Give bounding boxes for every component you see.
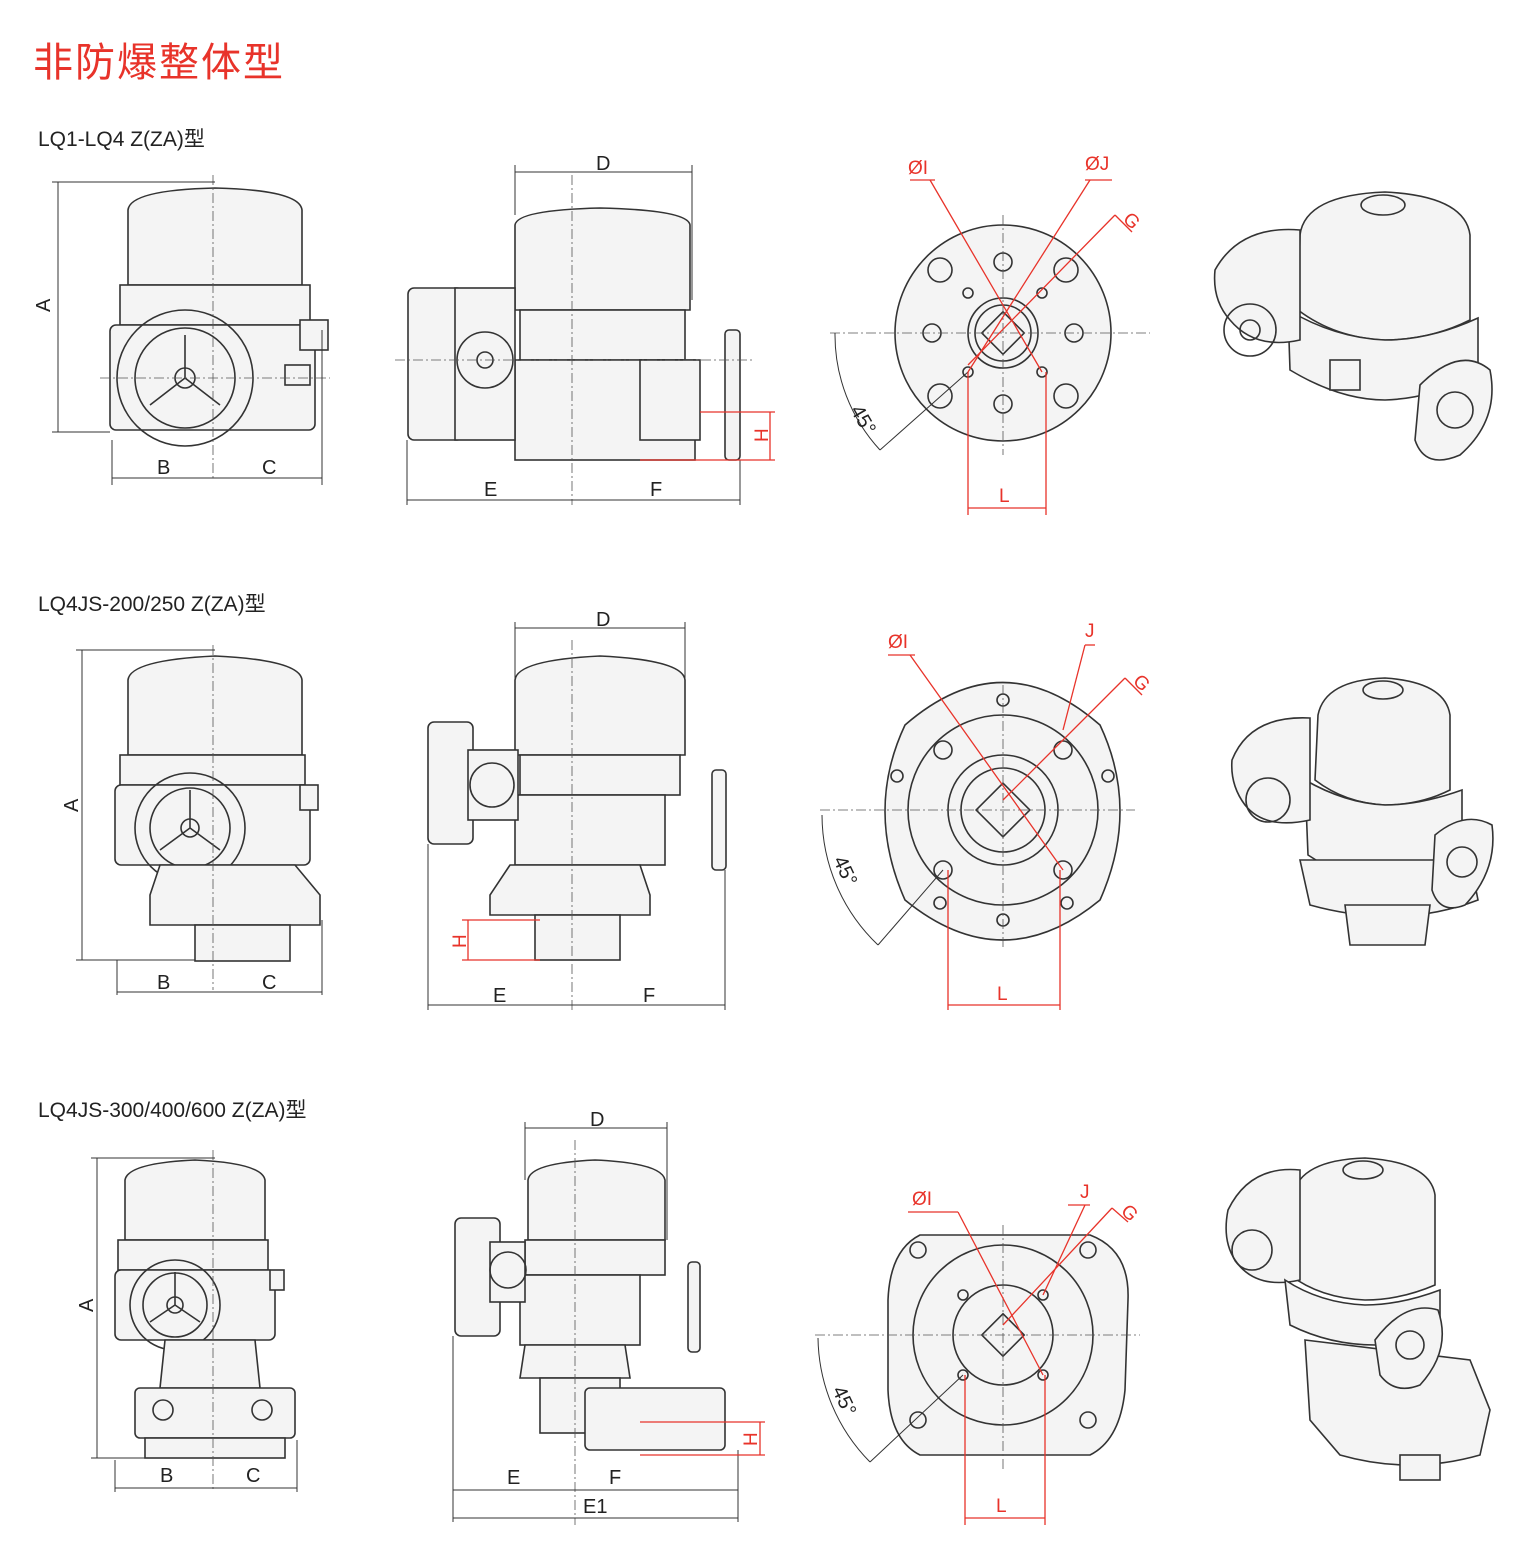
dim-c-row3: C [246,1465,260,1487]
dim-c-row2: C [262,972,276,994]
dim-a-row2: A [61,798,83,812]
front-view-row2: A B C [61,645,323,995]
dim-d-row3: D [590,1109,604,1131]
label-g-row3: G [1116,1201,1141,1226]
dim-f-row3: F [609,1467,621,1489]
label-oi-row1: ØI [908,158,928,179]
dim-f-row2: F [643,985,655,1007]
dim-b-row1: B [157,457,170,479]
model-label-row3: LQ4JS-300/400/600 Z(ZA)型 [38,1099,307,1122]
page-title: 非防爆整体型 [33,40,285,86]
iso-view-row1 [1213,191,1493,461]
side-view-row3: D E F E1 H [452,1109,765,1525]
flange-view-row1: 45° ØI ØJ G L [830,154,1150,515]
label-oi-row3: ØI [912,1189,932,1210]
label-j-row2: J [1085,621,1095,642]
label-l-row3: L [996,1496,1007,1517]
dim-b-row3: B [160,1465,173,1487]
dim-e-row3: E [507,1467,520,1489]
dim-e-row1: E [484,479,497,501]
label-l-row1: L [999,486,1010,507]
label-g-row1: G [1118,209,1143,234]
angle-label-row3: 45° [827,1383,860,1420]
label-oi-row2: ØI [888,632,908,653]
dim-d-row1: D [596,153,610,175]
iso-view-row2 [1230,677,1494,946]
flange-view-row3: 45° ØI J G L [815,1182,1142,1525]
side-view-row2: D E F H [427,609,727,1010]
dim-e1-row3: E1 [583,1496,607,1518]
side-view-row1: D E F H [395,153,775,505]
dim-h-row3: H [741,1432,762,1446]
angle-label-row2: 45° [828,853,861,890]
dim-d-row2: D [596,609,610,631]
dim-h-row1: H [752,428,773,442]
dim-c-row1: C [262,457,276,479]
front-view-row3: A B C [76,1150,298,1492]
label-l-row2: L [997,984,1008,1005]
label-g-row2: G [1128,671,1153,696]
dim-a-row3: A [76,1298,98,1312]
dim-f-row1: F [650,479,662,501]
label-j-row3: J [1080,1182,1090,1203]
iso-view-row3 [1225,1157,1491,1481]
front-view-row1: A B C [33,175,330,485]
model-label-row2: LQ4JS-200/250 Z(ZA)型 [38,593,266,616]
dim-b-row2: B [157,972,170,994]
dim-e-row2: E [493,985,506,1007]
flange-view-row2: 45° ØI J G L [820,621,1154,1010]
dim-h-row2: H [450,934,471,948]
label-oj-row1: ØJ [1085,154,1109,175]
model-label-row1: LQ1-LQ4 Z(ZA)型 [38,128,205,151]
dim-a-row1: A [33,298,55,312]
